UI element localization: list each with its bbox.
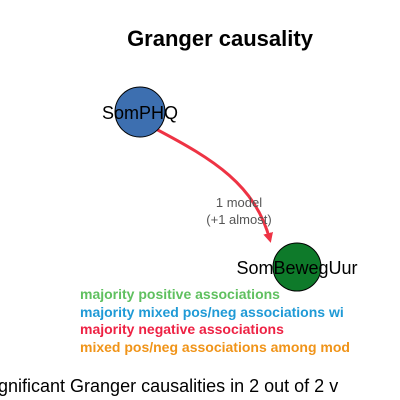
footer-caption: ignificant Granger causalities in 2 out … xyxy=(0,376,339,396)
node-sombeweguur[interactable] xyxy=(272,242,322,292)
edge-label-line2: (+1 almost) xyxy=(206,212,271,227)
legend-item-mixed-models: mixed pos/neg associations among mod xyxy=(80,338,350,355)
node-label-somphq: SomPHQ xyxy=(102,103,178,123)
node-somphq[interactable] xyxy=(114,86,166,138)
legend-item-positive: majority positive associations xyxy=(80,286,280,302)
legend-item-mixed: majority mixed pos/neg associations wi xyxy=(80,303,344,320)
node-label-sombeweguur: SomBewegUur xyxy=(236,258,357,278)
legend-item-negative: majority negative associations xyxy=(80,321,284,337)
legend: majority positive associations majority … xyxy=(80,286,350,356)
edge-somphq-sombeweguur[interactable] xyxy=(153,126,273,243)
diagram-title: Granger causality xyxy=(127,26,313,51)
edge-label-line1: 1 model xyxy=(216,195,262,210)
